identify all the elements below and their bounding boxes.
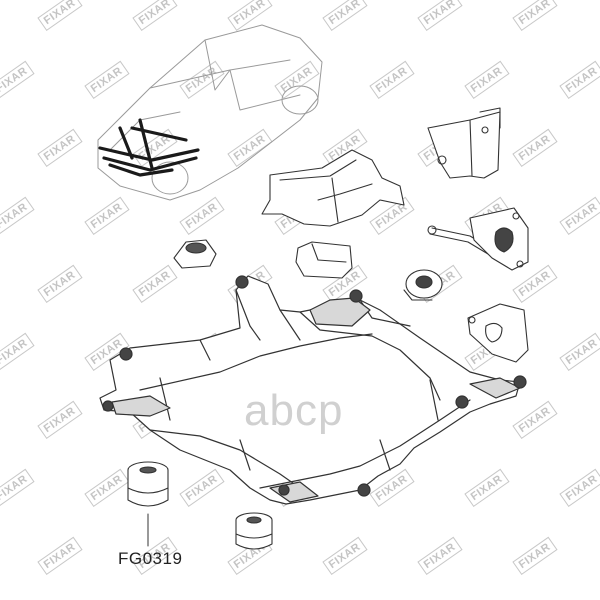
mount-bracket-lower	[467, 303, 529, 363]
part-number-label: FG0319	[118, 549, 183, 568]
mount-bracket-right	[469, 207, 529, 271]
bracket-upper	[427, 107, 501, 179]
tray-bracket	[295, 241, 353, 279]
round-mount	[403, 269, 443, 301]
subframe-bushing	[127, 461, 169, 547]
brand-watermark: abcp	[244, 386, 344, 435]
top-mount	[173, 239, 217, 269]
heat-shield	[261, 149, 405, 227]
subframe-bushing-rear	[235, 512, 273, 550]
car-outline	[97, 24, 323, 201]
front-subframe	[99, 275, 527, 505]
subframe-thumbnail	[98, 118, 200, 177]
